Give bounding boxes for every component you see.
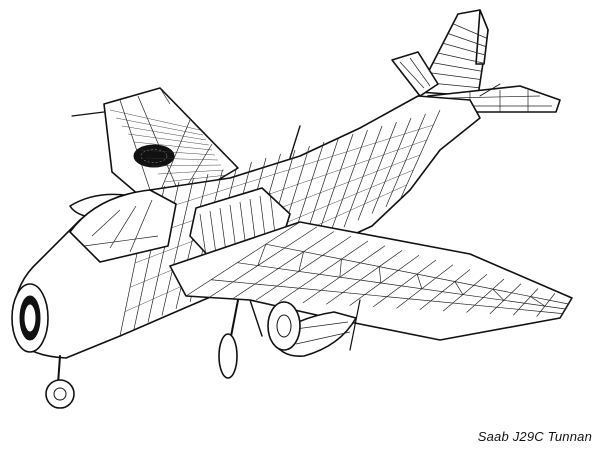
main-landing-gear xyxy=(218,299,301,379)
main-wheel-right xyxy=(267,301,301,351)
roundel-inner-icon xyxy=(140,149,168,163)
horizontal-tail-left xyxy=(391,51,439,97)
main-wheel-left xyxy=(218,333,238,379)
roundel-icon xyxy=(133,144,175,168)
fuselage xyxy=(11,95,481,359)
figure-caption: Saab J29C Tunnan xyxy=(477,429,592,444)
nose-wheel xyxy=(45,379,75,409)
nose-landing-gear xyxy=(45,355,75,409)
wing-right xyxy=(169,221,573,351)
